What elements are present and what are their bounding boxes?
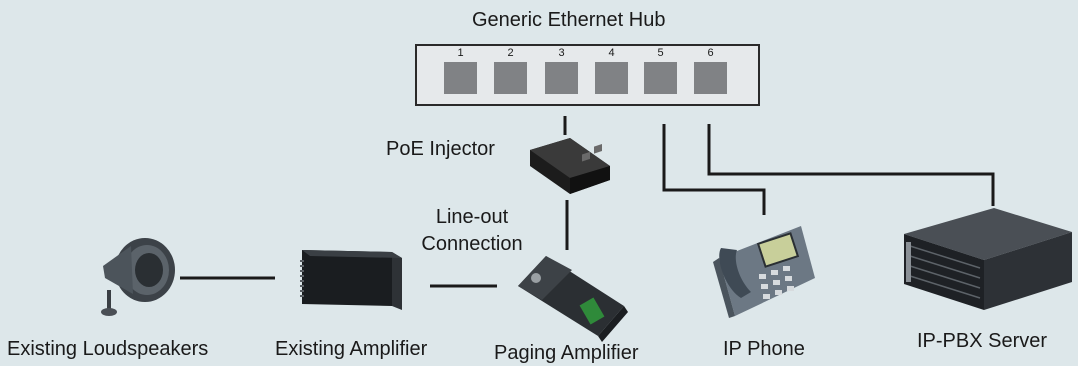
port-label: 3 xyxy=(558,47,565,59)
port-label: 1 xyxy=(457,47,464,59)
existing-amplifier-label: Existing Amplifier xyxy=(275,338,428,360)
hub-port xyxy=(444,62,477,94)
hub-port xyxy=(595,62,628,94)
ip-phone-label: IP Phone xyxy=(723,338,805,360)
port-label: 6 xyxy=(707,47,714,59)
server-icon xyxy=(904,208,1072,310)
ipbx-server-label: IP-PBX Server xyxy=(917,330,1048,352)
paging-amplifier-label: Paging Amplifier xyxy=(494,342,639,364)
port-label: 2 xyxy=(507,47,514,59)
poe-injector-icon xyxy=(530,138,610,194)
loudspeakers-label: Existing Loudspeakers xyxy=(7,338,209,360)
port-label: 4 xyxy=(608,47,615,59)
existing-amplifier-icon xyxy=(300,250,402,310)
hub-title: Generic Ethernet Hub xyxy=(472,9,666,31)
hub-port xyxy=(644,62,677,94)
port-label: 5 xyxy=(657,47,664,59)
ip-phone-icon xyxy=(713,226,815,318)
hub-port xyxy=(545,62,578,94)
hub-to-phone-line xyxy=(662,124,766,215)
line-out-label: Line-out Connection xyxy=(421,206,523,255)
hub-to-server-line xyxy=(707,124,995,206)
poe-injector-label: PoE Injector xyxy=(386,138,495,160)
loudspeaker-icon xyxy=(101,238,175,316)
hub-port xyxy=(494,62,527,94)
paging-amplifier-icon xyxy=(518,256,628,342)
hub-port xyxy=(694,62,727,94)
